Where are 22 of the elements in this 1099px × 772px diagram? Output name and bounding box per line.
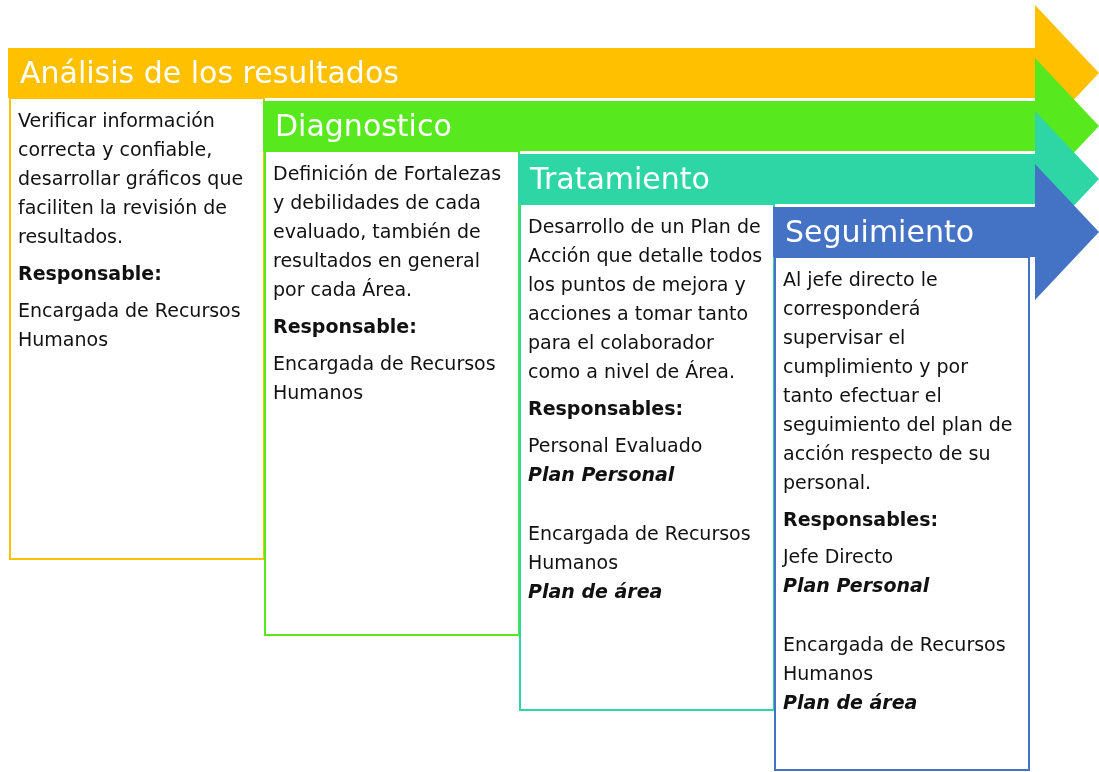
description-text: Al jefe directo le corresponderá supervisar el cumplimiento y por tanto efectuar el seguimiento del plan de acción respecto de su personal. bbox=[783, 267, 1014, 495]
stage-heading: Tratamiento bbox=[530, 160, 710, 198]
stage-heading: Análisis de los resultados bbox=[20, 54, 399, 92]
stage-heading: Seguimiento bbox=[785, 213, 975, 251]
plan-type: Plan de área bbox=[528, 579, 664, 604]
responsible-name: Encargada de Recursos Humanos bbox=[783, 632, 1007, 686]
responsible-heading: Responsables: bbox=[528, 396, 685, 421]
responsible-name: Jefe Directo bbox=[783, 544, 895, 569]
responsible-name: Encargada de Recursos Humanos bbox=[528, 521, 752, 575]
responsible-heading: Responsable: bbox=[273, 314, 418, 339]
responsible-name: Encargada de Recursos Humanos bbox=[273, 351, 497, 405]
responsible-name: Encargada de Recursos Humanos bbox=[18, 298, 242, 352]
description-text: Desarrollo de un Plan de Acción que detalle todos los puntos de mejora y acciones a tomar tanto para el colaborador como a nivel de Área. bbox=[528, 214, 764, 384]
description-text: Definición de Fortalezas y debilidades de cada evaluado, también de resultados en general por cada Área. bbox=[273, 161, 503, 302]
plan-type: Plan Personal bbox=[783, 573, 931, 598]
plan-type: Plan de área bbox=[783, 690, 919, 715]
responsible-name: Personal Evaluado bbox=[528, 433, 704, 458]
responsible-heading: Responsables: bbox=[783, 507, 940, 532]
plan-type: Plan Personal bbox=[528, 462, 676, 487]
responsible-heading: Responsable: bbox=[18, 261, 163, 286]
description-text: Verificar información correcta y confiable, desarrollar gráficos que faciliten la revisión de resultados. bbox=[18, 108, 245, 249]
stage-heading: Diagnostico bbox=[275, 107, 452, 145]
